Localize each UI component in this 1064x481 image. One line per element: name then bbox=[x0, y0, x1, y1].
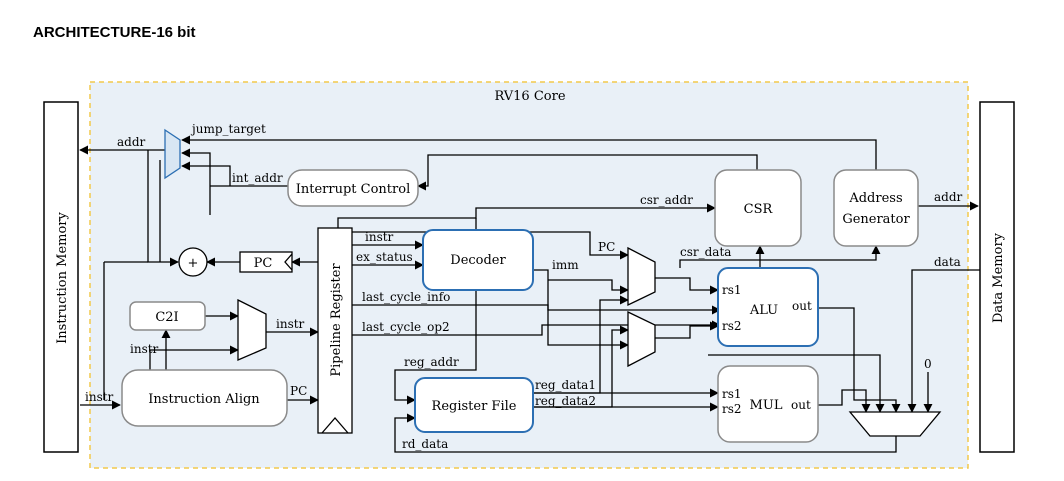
mul-block bbox=[717, 365, 819, 443]
wires bbox=[79, 135, 980, 453]
pipeline-register-label: Pipeline Register bbox=[329, 263, 344, 377]
instruction-align-block bbox=[121, 369, 288, 427]
mul-rs2-port: rs2 bbox=[722, 402, 742, 416]
dmem-data-label: data bbox=[934, 255, 961, 269]
instr-select-mux bbox=[237, 298, 267, 361]
mux-pc-label: PC bbox=[598, 240, 615, 254]
page-title: ARCHITECTURE-16 bit bbox=[33, 24, 196, 41]
rd-data-label: rd_data bbox=[402, 437, 448, 451]
decoder-label: Decoder bbox=[450, 253, 506, 268]
register-file-block bbox=[414, 377, 534, 433]
instruction-align-label: Instruction Align bbox=[148, 392, 260, 407]
reg-data2-label: reg_data2 bbox=[535, 394, 596, 408]
interrupt-control-block bbox=[287, 169, 419, 207]
int-addr-label: int_addr bbox=[232, 171, 283, 185]
alu-rs1-port: rs1 bbox=[722, 283, 742, 297]
pc-adder bbox=[178, 247, 208, 277]
c2i-block bbox=[129, 301, 206, 331]
zero-label: 0 bbox=[924, 357, 932, 371]
register-file-label: Register File bbox=[432, 399, 517, 414]
signal-labels: jump_target addr int_addr instr instr in… bbox=[85, 122, 963, 451]
mul-rs1-port: rs1 bbox=[722, 387, 742, 401]
jump-target-label: jump_target bbox=[190, 122, 266, 136]
mul-label: MUL bbox=[750, 398, 783, 413]
last-cycle-op2-label: last_cycle_op2 bbox=[362, 320, 450, 334]
csr-data-label: csr_data bbox=[680, 245, 731, 259]
dmem-addr-label: addr bbox=[934, 190, 963, 204]
alu-op2-mux bbox=[627, 310, 656, 368]
pc-register bbox=[239, 251, 293, 273]
interrupt-control-label: Interrupt Control bbox=[296, 182, 410, 197]
mux-instr-label: instr bbox=[276, 317, 305, 331]
core-label: RV16 Core bbox=[494, 89, 565, 104]
csr-addr-label: csr_addr bbox=[640, 193, 693, 207]
align-pc-label: PC bbox=[290, 384, 307, 398]
imm-label: imm bbox=[552, 258, 579, 272]
writeback-mux bbox=[848, 411, 942, 437]
instruction-memory-label: Instruction Memory bbox=[55, 211, 70, 343]
address-generator-label-2: Generator bbox=[842, 212, 910, 227]
c2i-label: C2I bbox=[155, 310, 178, 325]
ex-status-label: ex_status bbox=[356, 250, 413, 264]
address-generator-label-1: Address bbox=[848, 191, 902, 206]
address-generator-block bbox=[833, 169, 919, 247]
decoder-block bbox=[422, 229, 534, 291]
pc-register-label: PC bbox=[254, 256, 273, 271]
instruction-memory-block bbox=[43, 101, 79, 453]
alu-rs2-port: rs2 bbox=[722, 319, 742, 333]
alu-label: ALU bbox=[749, 303, 778, 318]
reg-addr-label: reg_addr bbox=[404, 355, 459, 369]
csr-block bbox=[714, 169, 802, 247]
imem-instr-label: instr bbox=[85, 390, 114, 404]
imem-addr-label: addr bbox=[117, 135, 146, 149]
alu-block bbox=[717, 267, 819, 347]
data-memory-label: Data Memory bbox=[991, 232, 1006, 323]
adder-symbol: + bbox=[188, 256, 199, 271]
data-memory-block bbox=[979, 101, 1015, 453]
last-cycle-info-label: last_cycle_info bbox=[362, 290, 450, 304]
alu-out-port: out bbox=[792, 299, 812, 313]
mul-out-port: out bbox=[791, 398, 811, 412]
c2i-instr-label: instr bbox=[130, 342, 159, 356]
alu-op1-mux bbox=[627, 246, 656, 307]
pc-select-mux bbox=[164, 128, 181, 180]
csr-label: CSR bbox=[744, 202, 774, 217]
reg-data1-label: reg_data1 bbox=[535, 378, 596, 392]
pipeline-register bbox=[317, 227, 353, 434]
decoder-instr-label: instr bbox=[365, 230, 394, 244]
